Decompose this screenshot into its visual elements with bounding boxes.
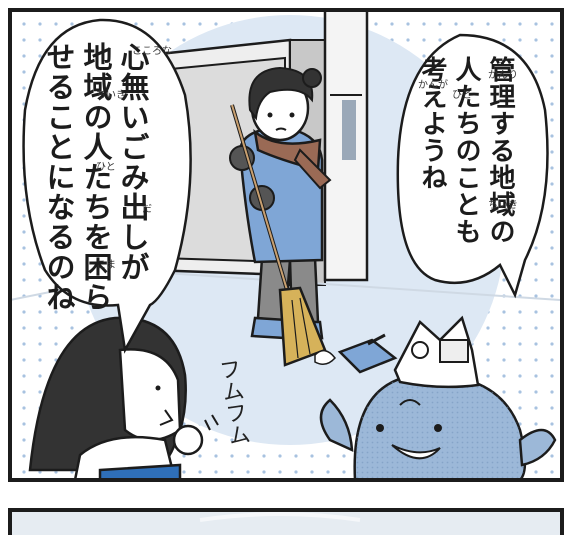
woman-character bbox=[28, 316, 219, 480]
speech-right-text: 管理する地域の 人たちのことも 考えようね bbox=[415, 56, 517, 296]
pillar bbox=[323, 10, 369, 282]
mascot-crown bbox=[393, 315, 480, 389]
mascot-character bbox=[319, 315, 557, 480]
furigana-kangae: かんが bbox=[418, 80, 448, 91]
furigana-kanri: かんり bbox=[488, 70, 518, 81]
furigana-hito-right: ひと bbox=[452, 90, 472, 101]
top-panel bbox=[10, 10, 562, 480]
speech-left-line-1: 心無いごみ出しが bbox=[116, 42, 150, 282]
speech-right-line-2: 人たちのことも bbox=[451, 56, 481, 245]
speech-right-line-1: 管理する地域の bbox=[485, 56, 515, 245]
dustpan bbox=[337, 333, 398, 374]
speech-left-text: 心無いごみ出しが 地域の人たちを困ら せることになるのね bbox=[40, 42, 151, 312]
bottom-panel bbox=[8, 508, 564, 535]
furigana-chiiki-right: ちいき bbox=[488, 200, 518, 211]
speech-left-line-3: せることになるのね bbox=[42, 42, 76, 312]
speech-right-line-3: 考えようね bbox=[417, 56, 447, 191]
furigana-da: だ bbox=[142, 204, 152, 215]
furigana-kokorona: こころな bbox=[132, 46, 172, 57]
speech-left-line-2: 地域の人たちを困ら bbox=[79, 42, 113, 312]
panel-border-top bbox=[8, 8, 564, 482]
furigana-hito-left: ひと bbox=[96, 162, 116, 173]
furigana-koma: こま bbox=[96, 260, 116, 271]
speech-bubble-left bbox=[22, 18, 192, 354]
furigana-chiiki-left: ちいき bbox=[96, 90, 126, 101]
trash-litter bbox=[314, 349, 336, 365]
speech-bubble-right bbox=[396, 33, 549, 299]
